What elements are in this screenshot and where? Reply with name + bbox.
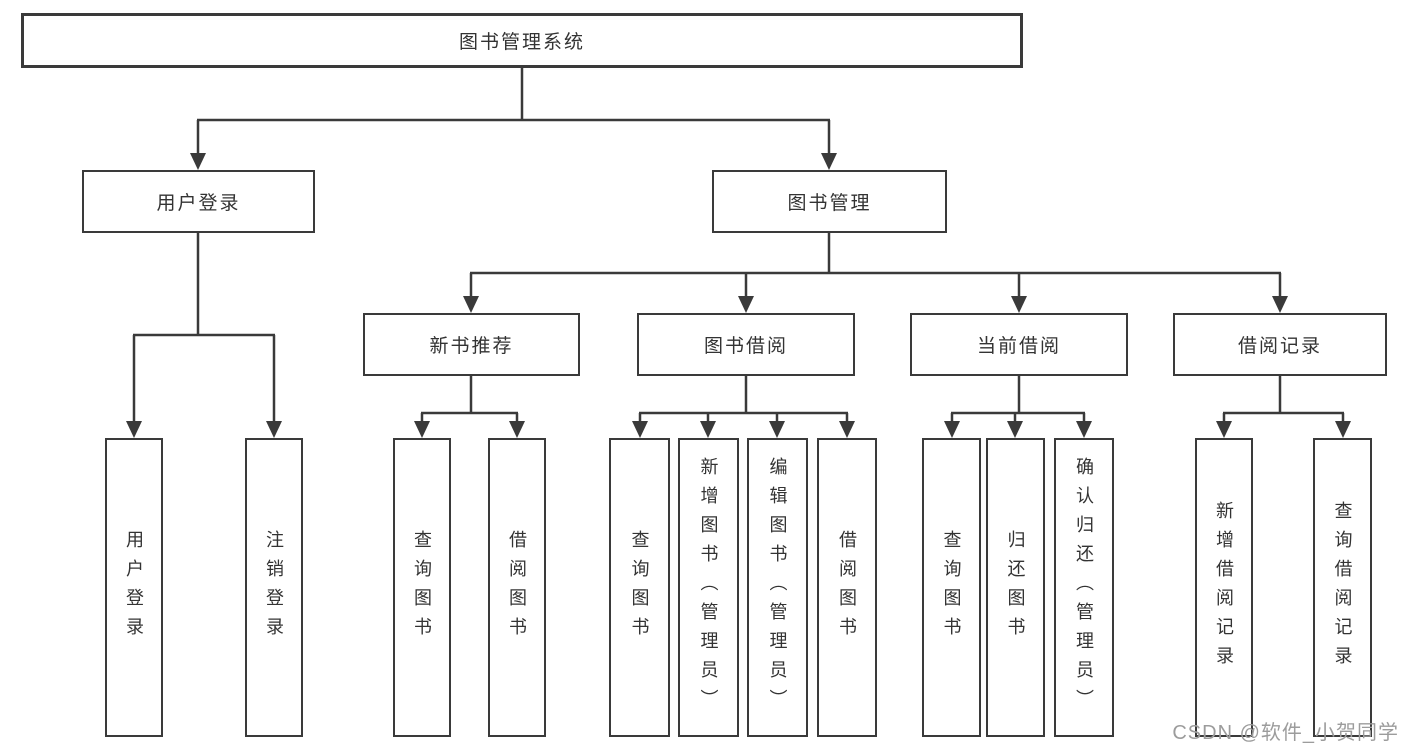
node-label: 用户登录 [156, 193, 241, 214]
node-borrow-records: 借阅记录 [1173, 313, 1387, 376]
leaf-edit-book-admin: 编辑图书（管理员） [747, 438, 808, 737]
node-new-book-recommend: 新书推荐 [363, 313, 580, 376]
leaf-confirm-return-admin: 确认归还（管理员） [1054, 438, 1114, 737]
node-label: 注销登录 [264, 529, 284, 646]
node-label: 借阅图书 [837, 529, 857, 646]
node-user-login: 用户登录 [82, 170, 315, 233]
node-label: 查询图书 [629, 529, 650, 646]
node-label: 新增借阅记录 [1214, 500, 1234, 675]
node-label: 编辑图书（管理员） [767, 457, 788, 718]
node-label: 借阅图书 [507, 529, 527, 646]
node-label: 图书管理 [787, 193, 872, 214]
leaf-borrow-books: 借阅图书 [817, 438, 877, 737]
node-label: 当前借阅 [976, 336, 1061, 357]
csdn-watermark: CSDN @软件_小贺同学 [1172, 722, 1399, 744]
node-label: 查询图书 [412, 529, 432, 646]
node-label: 图书借阅 [703, 336, 788, 357]
node-book-borrow: 图书借阅 [637, 313, 855, 376]
node-label: 新书推荐 [429, 336, 514, 357]
leaf-return-book: 归还图书 [986, 438, 1045, 737]
leaf-borrow-books-recommend: 借阅图书 [488, 438, 546, 737]
node-library-management-system: 图书管理系统 [21, 13, 1023, 68]
arrowheads [126, 153, 1351, 438]
leaf-query-books-current: 查询图书 [922, 438, 981, 737]
leaf-user-login: 用户登录 [105, 438, 163, 737]
node-current-borrow: 当前借阅 [910, 313, 1128, 376]
leaf-query-books-recommend: 查询图书 [393, 438, 451, 737]
node-label: 查询图书 [941, 529, 962, 646]
node-label: 查询借阅记录 [1332, 500, 1353, 675]
leaf-query-books-borrow: 查询图书 [609, 438, 670, 737]
node-label: 归还图书 [1005, 529, 1026, 646]
node-book-management: 图书管理 [712, 170, 947, 233]
leaf-logout-login: 注销登录 [245, 438, 303, 737]
node-label: 用户登录 [124, 529, 144, 646]
leaf-add-book-admin: 新增图书（管理员） [678, 438, 739, 737]
leaf-add-borrow-record: 新增借阅记录 [1195, 438, 1253, 737]
leaf-query-borrow-record: 查询借阅记录 [1313, 438, 1372, 737]
node-label: 新增图书（管理员） [698, 457, 719, 718]
node-label: 图书管理系统 [458, 32, 585, 53]
node-label: 借阅记录 [1237, 336, 1322, 357]
node-label: 确认归还（管理员） [1074, 457, 1094, 718]
